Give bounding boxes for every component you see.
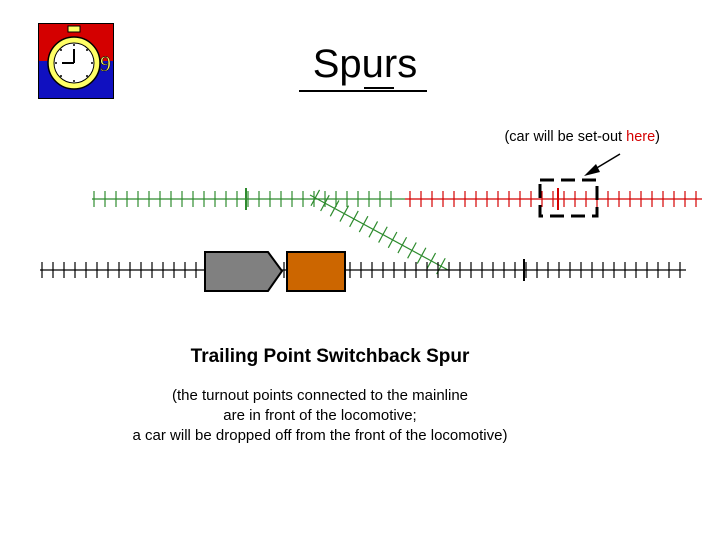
caption-line: are in front of the locomotive; <box>223 407 417 424</box>
stopwatch-logo-icon: 9 <box>38 23 114 99</box>
turnout-ties <box>310 189 446 275</box>
title-underline <box>299 90 427 92</box>
caption-line: (the turnout points connected to the mai… <box>171 387 469 404</box>
locomotive <box>204 251 284 292</box>
turnout-tie <box>310 189 321 207</box>
spur-ties <box>93 188 392 210</box>
turnout-tie <box>339 205 350 222</box>
turnout-tie <box>397 236 408 254</box>
page-title: Spurs <box>312 42 418 86</box>
turnout-tie <box>368 221 379 238</box>
caption-body: (the turnout points connected to the mai… <box>40 386 600 446</box>
setout-target-box <box>538 178 599 218</box>
turnout-tie <box>358 215 369 233</box>
callout-highlight: here <box>626 129 656 145</box>
turnout-tie <box>407 242 417 259</box>
freight-car <box>286 251 346 292</box>
turnout-rail <box>309 194 449 271</box>
callout-suffix: ) <box>655 129 660 145</box>
callout-arrow-icon <box>584 153 621 176</box>
caption-line: a car will be dropped off from the front… <box>132 427 508 444</box>
title-underline-accent <box>364 87 394 89</box>
turnout-tie <box>416 247 427 264</box>
turnout-tie <box>378 226 388 243</box>
callout-prefix: (car will be set-out <box>504 129 627 145</box>
turnout-tie <box>387 231 398 249</box>
svg-text:9: 9 <box>100 51 111 76</box>
turnout-tie <box>349 210 359 228</box>
turnout-tie <box>426 252 437 270</box>
setout-callout: (car will be set-out here) <box>380 129 660 145</box>
turnout-tie <box>329 200 340 217</box>
setout-ties <box>409 188 697 210</box>
turnout-tie <box>320 194 330 212</box>
caption-heading: Trailing Point Switchback Spur <box>190 346 470 367</box>
